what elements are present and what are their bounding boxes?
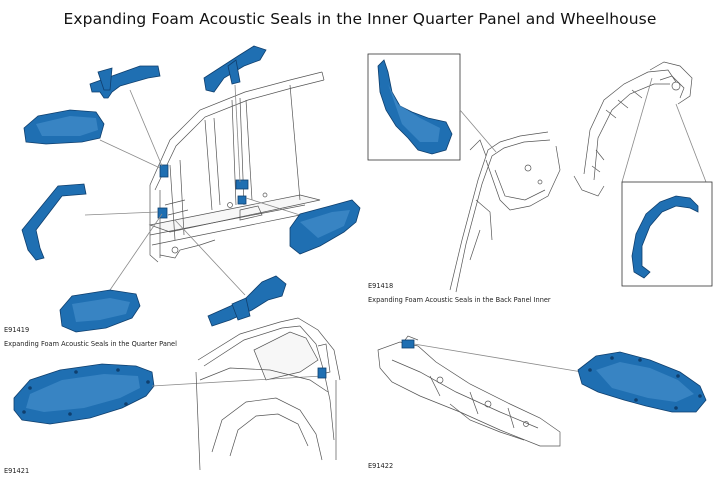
seal-upper-bracket-arm	[97, 67, 113, 91]
caption-quarter-panel: Expanding Foam Acoustic Seals in the Qua…	[4, 340, 177, 348]
page-title: Expanding Foam Acoustic Seals in the Inn…	[63, 10, 657, 28]
seal-inner-panel-clips	[588, 356, 702, 410]
figure-id-bottom-right: E91422	[368, 462, 394, 470]
back-panel-drawing	[449, 131, 561, 293]
seal-upper-bracket	[89, 65, 161, 99]
wheelhouse-drawing	[573, 61, 693, 197]
inner-panel-drawing	[377, 335, 561, 447]
body-structure-drawing	[148, 71, 325, 263]
seal-wheelhouse-ring	[631, 195, 699, 279]
figure-id-top-left: E91419	[4, 326, 30, 334]
figure-id-bottom-left: E91421	[4, 467, 30, 475]
panel-top-left	[21, 45, 361, 333]
figure-id-top-right: E91418	[368, 282, 394, 290]
seal-left-u-frame	[21, 183, 87, 261]
panel-bottom-left	[13, 317, 341, 471]
panel-bottom-right	[377, 335, 707, 447]
caption-back-panel-inner: Expanding Foam Acoustic Seals in the Bac…	[368, 296, 551, 304]
vehicle-quarter-drawing	[195, 317, 341, 471]
seal-quarter-panel-clips	[22, 368, 150, 416]
panel-top-right	[367, 53, 713, 293]
leader-lines-top-left	[84, 84, 301, 296]
